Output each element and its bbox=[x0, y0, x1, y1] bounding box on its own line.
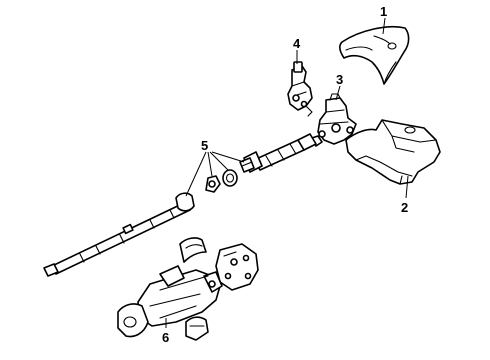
lock-actuator bbox=[287, 61, 313, 117]
column-jacket bbox=[117, 265, 223, 341]
leader-5a bbox=[185, 151, 207, 197]
leader-1 bbox=[382, 17, 386, 35]
leader-5b bbox=[207, 151, 213, 177]
bearing-retainers bbox=[179, 237, 259, 291]
callout-2: 2 bbox=[401, 200, 408, 215]
callout-1: 1 bbox=[380, 4, 387, 19]
callout-3: 3 bbox=[336, 72, 343, 87]
callout-labels: 1 2 3 4 5 6 bbox=[162, 4, 408, 345]
callout-6: 6 bbox=[162, 330, 169, 345]
leader-5d bbox=[211, 151, 245, 163]
lock-housing bbox=[311, 93, 357, 147]
upper-shroud-cover bbox=[339, 25, 410, 85]
leader-2 bbox=[405, 175, 409, 199]
lower-shroud-cover bbox=[345, 119, 441, 185]
steering-shaft bbox=[43, 201, 191, 277]
bearing-hardware-set bbox=[175, 157, 255, 212]
leader-3 bbox=[335, 85, 341, 101]
upper-intermediate-shaft bbox=[243, 133, 317, 173]
leader-5c bbox=[209, 151, 229, 171]
leader-lines bbox=[165, 17, 409, 328]
callout-4: 4 bbox=[293, 36, 301, 51]
callout-5: 5 bbox=[201, 138, 208, 153]
